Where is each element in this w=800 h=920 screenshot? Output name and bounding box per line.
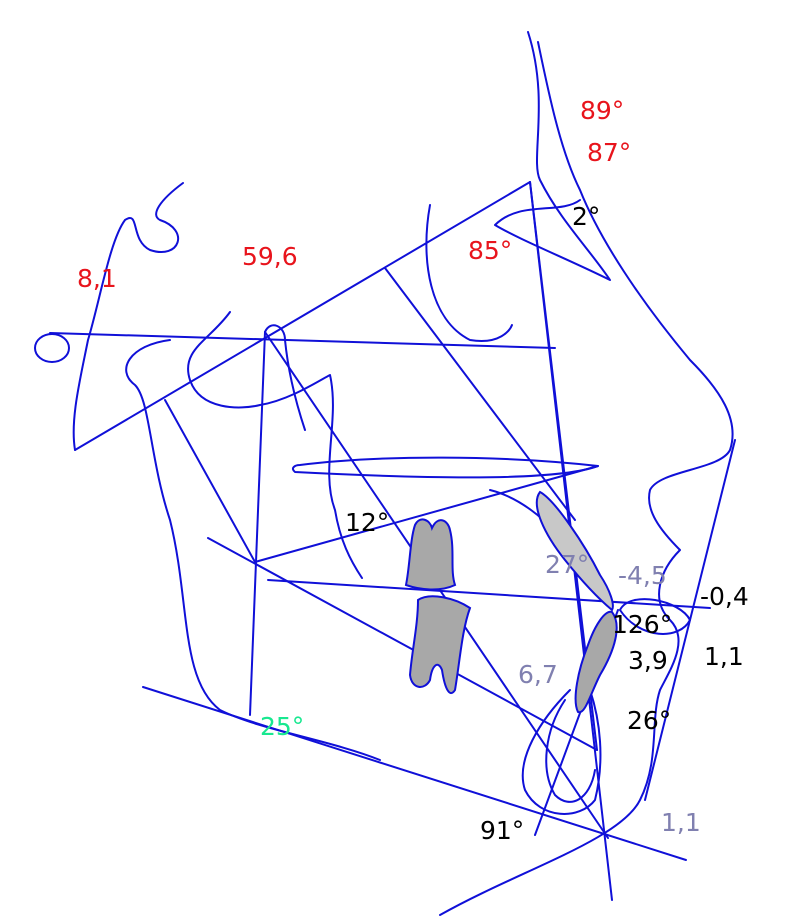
symphysis (521, 689, 602, 815)
palate (291, 456, 599, 479)
value-label-39: 3,9 (628, 646, 668, 675)
angle-label-facial: 85° (468, 236, 513, 265)
angle-label-snb: 89° (580, 96, 625, 125)
upper-incisor (535, 490, 614, 612)
sn-line (74, 181, 531, 451)
facial-line (164, 399, 256, 563)
angle-label-12: 12° (345, 508, 390, 537)
value-label-67: 6,7 (518, 660, 558, 689)
ear-rod (34, 333, 70, 363)
mandibular-plane (142, 686, 687, 861)
lower-incisor (574, 610, 618, 714)
nasal-bone (494, 31, 611, 281)
angle-label-sna: 87° (587, 138, 632, 167)
value-label-81: 8,1 (77, 264, 117, 293)
palatal-plane (254, 465, 599, 563)
sella-outline (264, 324, 306, 431)
value-label-11-right: 1,1 (704, 642, 744, 671)
angle-label-anb: 2° (572, 202, 601, 231)
value-label-m45: -4,5 (618, 561, 667, 590)
upper-molar (404, 518, 457, 591)
mandible-ramus (125, 339, 381, 761)
occlusal-line-2 (207, 537, 598, 751)
angle-label-91: 91° (480, 816, 525, 845)
occlusal-plane (267, 579, 711, 609)
value-label-596: 59,6 (242, 242, 298, 271)
value-label-m04: -0,4 (700, 582, 749, 611)
sella (187, 311, 363, 579)
orbital-line (384, 267, 576, 521)
angle-label-25: 25° (260, 712, 305, 741)
soft-tissue-profile (439, 41, 734, 916)
cranial-outline (72, 182, 184, 451)
frankfort-line (49, 332, 556, 349)
angle-label-126: 126° (612, 610, 673, 639)
value-label-11-bottom: 1,1 (661, 808, 701, 837)
e-line (644, 439, 736, 801)
angle-label-26: 26° (627, 706, 672, 735)
lower-molar (408, 595, 472, 695)
angle-label-27: 27° (545, 550, 590, 579)
orbit (425, 204, 513, 342)
ramus-line (249, 331, 266, 716)
